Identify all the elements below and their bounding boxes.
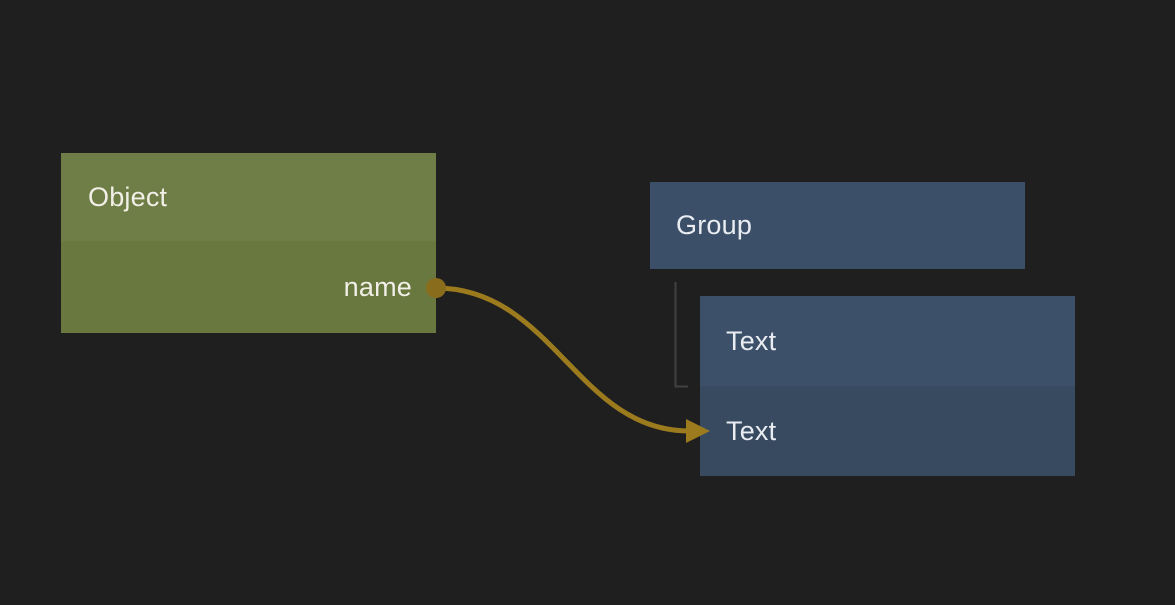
text-row-2-label: Text bbox=[726, 415, 777, 446]
text-row-1-label: Text bbox=[726, 325, 777, 356]
output-port-label: name bbox=[343, 271, 412, 302]
text-row-1[interactable]: Text bbox=[700, 296, 1075, 386]
node-object-header[interactable]: Object bbox=[61, 153, 436, 241]
connection-edge[interactable] bbox=[435, 285, 690, 434]
group-child-tree-connector bbox=[674, 282, 688, 388]
node-object-body: name bbox=[61, 241, 436, 333]
node-text[interactable]: Text Text bbox=[700, 296, 1075, 476]
node-object[interactable]: Object name bbox=[61, 153, 436, 333]
output-port-row-name[interactable]: name bbox=[61, 241, 436, 333]
node-group-title: Group bbox=[676, 210, 753, 240]
node-object-title: Object bbox=[88, 181, 168, 212]
text-row-2[interactable]: Text bbox=[700, 386, 1075, 476]
node-group[interactable]: Group bbox=[650, 182, 1025, 269]
